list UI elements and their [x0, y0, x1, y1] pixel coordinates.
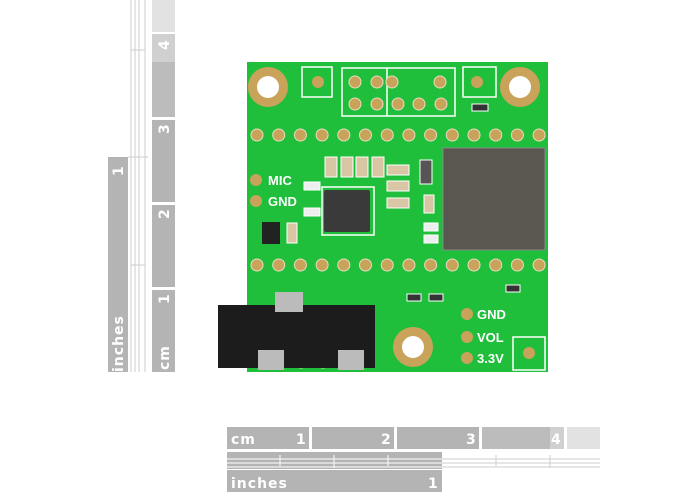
pin-pad [433, 75, 447, 89]
inch-mark-1-h: 1 [428, 476, 439, 492]
pin-pad [337, 258, 351, 272]
pin-pad [467, 128, 481, 142]
cm-mark-4-h: 4 [551, 432, 562, 448]
pin-pad [315, 128, 329, 142]
pin-pad [445, 128, 459, 142]
pin-pad [424, 258, 438, 272]
horizontal-ruler: cm 1 2 3 4 inches 1 [227, 427, 600, 492]
label-gnd-right: GND [477, 307, 506, 322]
silkscreen-boxes [301, 66, 546, 371]
vertical-ruler: inches 1 4 3 2 1 cm [108, 0, 175, 372]
pin-pad [348, 97, 362, 111]
pin-pad [402, 128, 416, 142]
pin-pad [272, 258, 286, 272]
pin-pad [445, 258, 459, 272]
passive-components [286, 103, 521, 302]
pin-pad [359, 128, 372, 142]
pin-pad [337, 128, 351, 142]
pin-pad [370, 75, 384, 89]
header-pads [250, 75, 546, 369]
pin-pad [250, 128, 264, 142]
inches-bar [108, 157, 128, 372]
side-pads [250, 76, 535, 364]
pin-pad [315, 258, 329, 272]
pin-pad [385, 75, 399, 89]
pin-pad [489, 258, 503, 272]
pin-pad [424, 128, 438, 142]
inches-label-h: inches [231, 476, 288, 492]
inch-tick-lines [128, 0, 148, 372]
cm-mark-1: 1 [157, 293, 173, 304]
pin-pad [293, 258, 307, 272]
microsd-slot [442, 147, 546, 251]
label-3v3: 3.3V [477, 351, 504, 366]
transistor [262, 222, 280, 244]
pin-pad [370, 97, 384, 111]
label-gnd-left: GND [268, 194, 297, 209]
inches-label: inches [111, 315, 127, 372]
pin-pad [467, 258, 481, 272]
pin-pad [272, 128, 286, 142]
cm-label: cm [157, 345, 173, 370]
cm-mark-2: 2 [157, 208, 173, 219]
pin-pad [489, 128, 503, 142]
pin-pad [510, 258, 524, 272]
inch-mark-1: 1 [111, 165, 127, 176]
pin-pad [532, 258, 546, 272]
mounting-holes [248, 67, 540, 367]
pin-pad [293, 128, 307, 142]
pin-pad [250, 258, 264, 272]
pin-pad [380, 258, 394, 272]
cm-mark-3: 3 [157, 123, 173, 134]
pin-pad [412, 97, 426, 111]
pin-pad [380, 128, 394, 142]
label-vol: VOL [477, 330, 504, 345]
cm-mark-1-h: 1 [296, 432, 307, 448]
pin-pad [391, 97, 405, 111]
pin-pad [434, 97, 448, 111]
pin-pad [510, 128, 524, 142]
cm-mark-2-h: 2 [381, 432, 392, 448]
pin-pad [348, 75, 362, 89]
label-mic: MIC [268, 173, 292, 188]
pin-pad [532, 128, 546, 142]
codec-chip [324, 190, 370, 232]
cm-mark-4: 4 [157, 39, 173, 50]
cm-label-h: cm [231, 432, 256, 448]
cm-mark-3-h: 3 [466, 432, 477, 448]
pin-pad [359, 258, 372, 272]
pcb-board: MIC GND GND VOL 3.3V [218, 62, 548, 372]
pin-pad [402, 258, 416, 272]
